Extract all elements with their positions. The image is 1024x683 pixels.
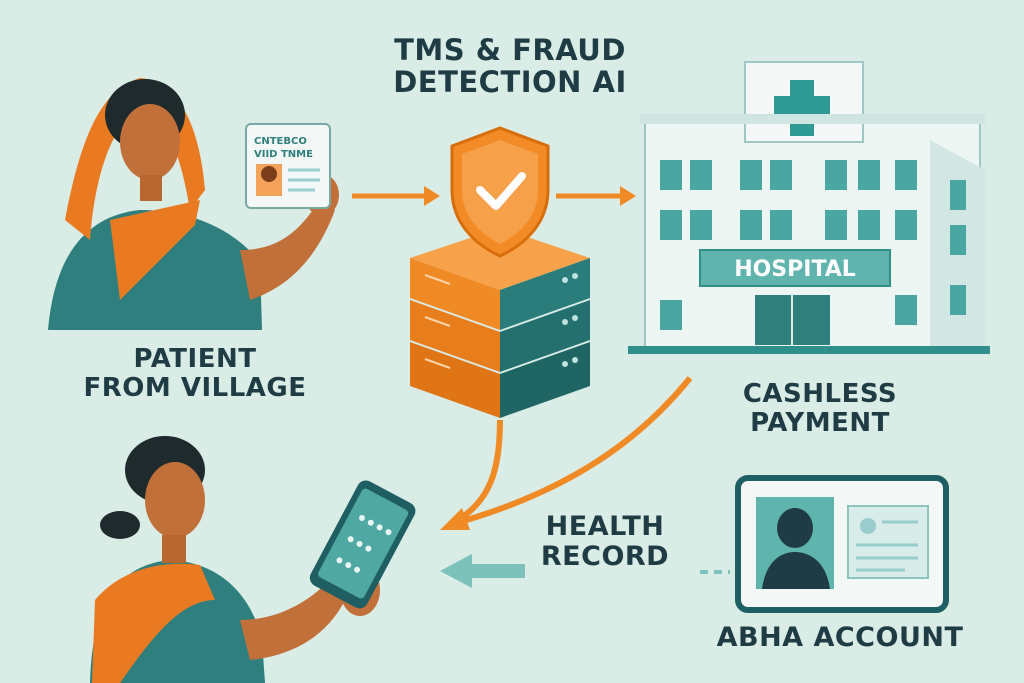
hospital-sign-text: HOSPITAL [734,257,856,282]
patient-from-village-figure [48,78,339,330]
medical-cross-icon [774,80,830,136]
patient-label-line1: PATIENT [133,344,257,374]
arrow-patient-to-ai [352,186,440,206]
server-stack-icon [410,228,590,418]
arrow-record-to-patient [440,554,730,588]
ai-system-title: TMS & FRAUD DETECTION AI [360,34,660,99]
id-card-icon [245,123,331,209]
cashless-label-line1: CASHLESS [742,379,898,409]
arrow-curve-to-patient [440,376,693,530]
patient-with-phone-figure [90,436,380,683]
arrow-ai-to-hospital [556,186,636,206]
health-record-label: HEALTH RECORD [520,511,690,573]
id-card-text-line2: VIID TNME [254,149,313,160]
cashless-label-line2: PAYMENT [750,408,890,439]
abha-account-text: ABHA ACCOUNT [716,622,964,653]
smartphone-icon [309,480,416,609]
hospital-building: HOSPITAL [628,61,990,354]
hospital-sign-board [699,249,891,287]
health-record-line2: RECORD [540,541,670,573]
patient-label-line2: FROM VILLAGE [83,373,307,404]
ai-system-title-line2: DETECTION AI [393,65,627,100]
shield-check-icon [450,126,550,258]
id-card-text-line1: CNTEBCO [254,136,307,147]
patient-label: PATIENT FROM VILLAGE [80,344,310,404]
cashless-payment-label: CASHLESS PAYMENT [700,379,940,439]
ai-system-title-line1: TMS & FRAUD [394,33,626,67]
health-record-line1: HEALTH [545,511,665,542]
abha-account-card-icon [735,475,949,613]
abha-account-label: ABHA ACCOUNT [680,622,1000,653]
